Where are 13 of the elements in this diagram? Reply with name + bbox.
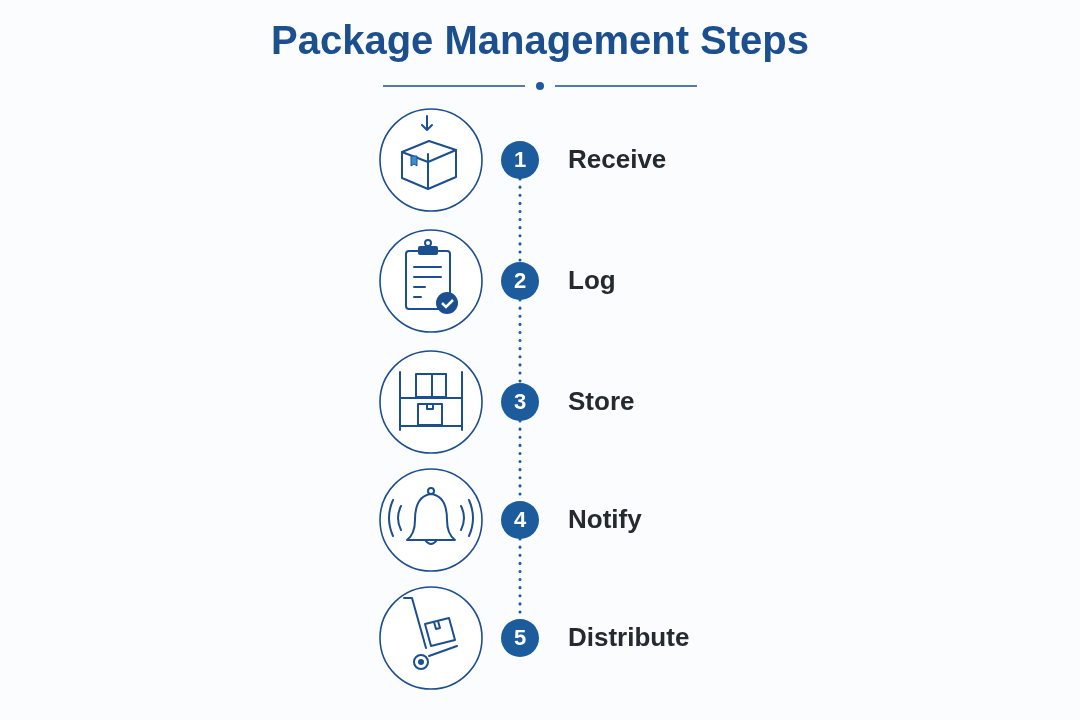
step-label: Receive bbox=[568, 144, 667, 175]
title: Package Management Steps bbox=[271, 18, 809, 63]
step-number: 1 bbox=[501, 141, 539, 179]
step-label: Log bbox=[568, 265, 616, 296]
step-number: 2 bbox=[501, 262, 539, 300]
step-label: Store bbox=[568, 386, 635, 417]
step-number: 5 bbox=[501, 619, 539, 657]
connector-line bbox=[518, 177, 522, 264]
step-number: 3 bbox=[501, 383, 539, 421]
step-label: Notify bbox=[568, 504, 642, 535]
connector-line bbox=[518, 298, 522, 385]
step-number: 4 bbox=[501, 501, 539, 539]
step-label: Distribute bbox=[568, 622, 690, 653]
